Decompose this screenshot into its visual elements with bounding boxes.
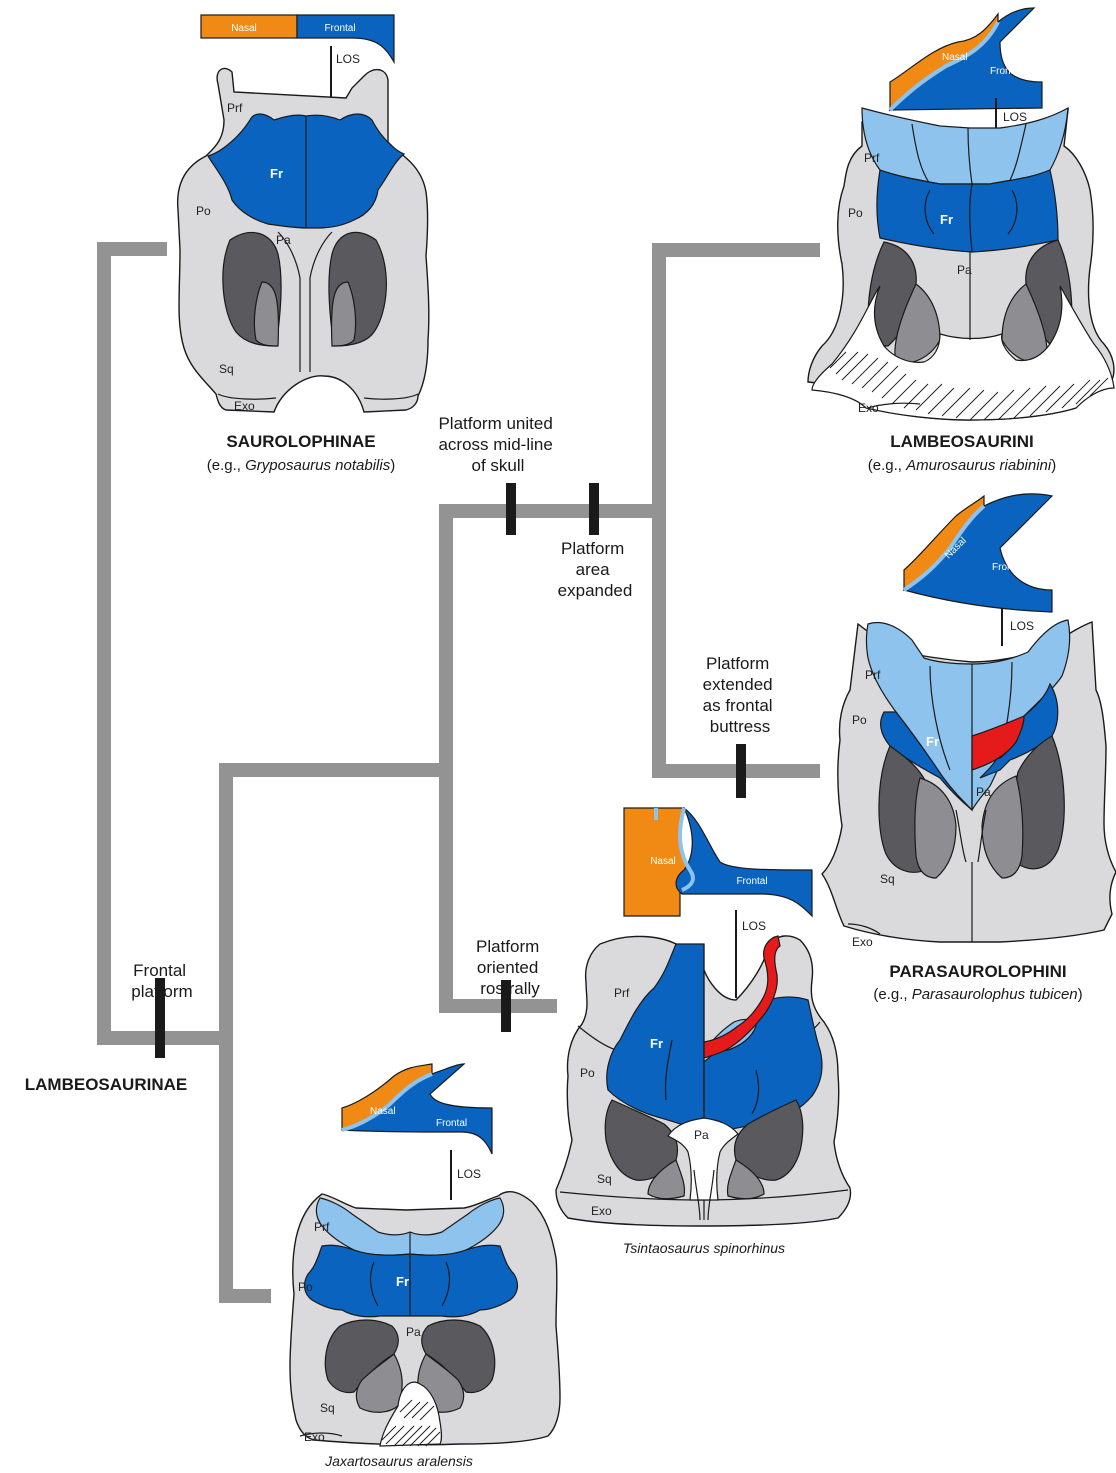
skull-tsintaosaurus: Nasal Frontal LOS Fr Prf Po Pa Sq Exo (555, 807, 852, 1227)
svg-text:Exo: Exo (852, 935, 873, 949)
eg-parasaurolophini: (e.g., Parasaurolophus tubicen) (873, 986, 1082, 1003)
skull-lambeosaurini: Nasal Frontal LOS Fr Prf Po Pa Exo (807, 7, 1115, 421)
branch-saurolophinae (97, 242, 232, 1045)
svg-text:LOS: LOS (742, 919, 766, 933)
eg-saurolophinae: (e.g., Gryposaurus notabilis) (207, 457, 395, 474)
svg-text:Exo: Exo (858, 401, 879, 415)
svg-text:Nasal: Nasal (942, 52, 968, 63)
profile-jaxartosaurus: Nasal Frontal (341, 1063, 493, 1155)
char-oriented-rostrally: Platform oriented rostrally (476, 937, 544, 998)
svg-text:Po: Po (298, 1280, 313, 1294)
svg-text:Prf: Prf (614, 986, 630, 1000)
species-tsintaosaurus: Tsintaosaurus spinorhinus (623, 1240, 785, 1256)
svg-text:Pa: Pa (957, 263, 972, 277)
svg-text:Fr: Fr (940, 212, 953, 227)
svg-text:Sq: Sq (219, 362, 234, 376)
svg-text:Frontal: Frontal (736, 876, 767, 887)
svg-text:Po: Po (580, 1066, 595, 1080)
svg-text:Sq: Sq (320, 1401, 335, 1415)
svg-text:Prf: Prf (865, 668, 881, 682)
svg-text:Nasal: Nasal (370, 1106, 396, 1117)
species-jaxartosaurus: Jaxartosaurus aralensis (324, 1453, 473, 1469)
svg-text:Exo: Exo (234, 399, 255, 413)
svg-text:Pa: Pa (694, 1128, 709, 1142)
svg-text:Sq: Sq (880, 872, 895, 886)
clade-lambeosaurini: LAMBEOSAURINI (890, 432, 1034, 451)
clade-lambeosaurinae: LAMBEOSAURINAE (25, 1075, 187, 1094)
eg-lambeosaurini: (e.g., Amurosaurus riabinini) (868, 457, 1056, 474)
svg-text:Pa: Pa (276, 233, 291, 247)
svg-text:Pa: Pa (406, 1325, 421, 1339)
svg-text:Exo: Exo (304, 1430, 325, 1444)
svg-text:Fr: Fr (270, 166, 283, 181)
svg-text:Frontal: Frontal (324, 23, 355, 34)
svg-text:LOS: LOS (336, 52, 360, 66)
char-frontal-buttress: Platform extended as frontal buttress (703, 654, 778, 736)
svg-text:Nasal: Nasal (650, 856, 676, 867)
svg-text:LOS: LOS (1003, 110, 1027, 124)
svg-text:Prf: Prf (314, 1220, 330, 1234)
svg-text:LOS: LOS (457, 1167, 481, 1181)
svg-text:LOS: LOS (1010, 619, 1034, 633)
char-area-expanded: Platform area expanded (558, 539, 633, 600)
svg-text:Frontal: Frontal (436, 1118, 467, 1129)
svg-text:Nasal: Nasal (231, 23, 257, 34)
profile-tsintaosaurus: Nasal Frontal (623, 807, 813, 918)
svg-text:Exo: Exo (591, 1204, 612, 1218)
profile-saurolophinae: Nasal Frontal (200, 14, 395, 65)
char-united-midline: Platform united across mid-line of skull (438, 414, 557, 475)
svg-text:Prf: Prf (227, 101, 243, 115)
svg-text:Prf: Prf (864, 151, 880, 165)
svg-text:Po: Po (852, 713, 867, 727)
profile-lambeosaurini: Nasal Frontal (888, 7, 1043, 112)
profile-parasaurolophini: Nasal Frontal (902, 493, 1054, 613)
branch-jaxartosaurus (219, 763, 446, 1303)
svg-text:Frontal: Frontal (990, 66, 1021, 77)
skull-jaxartosaurus: Nasal Frontal LOS Fr Prf Po Pa Sq Exo (289, 1063, 561, 1447)
svg-text:Fr: Fr (926, 734, 939, 749)
clade-parasaurolophini: PARASAUROLOPHINI (889, 962, 1066, 981)
svg-text:Po: Po (196, 204, 211, 218)
svg-text:Frontal: Frontal (992, 562, 1023, 573)
svg-text:Sq: Sq (597, 1172, 612, 1186)
svg-text:Po: Po (848, 206, 863, 220)
svg-text:Pa: Pa (976, 785, 991, 799)
skull-saurolophinae: Nasal Frontal LOS Fr Prf Po Pa Sq Exo (176, 14, 430, 413)
char-frontal-platform: Frontal platform (131, 961, 192, 1001)
svg-text:Fr: Fr (396, 1274, 409, 1289)
clade-saurolophinae: SAUROLOPHINAE (226, 432, 375, 451)
svg-text:Fr: Fr (650, 1036, 663, 1051)
skull-parasaurolophini: Nasal Frontal LOS Fr Prf Po Pa Sq Exo (821, 493, 1116, 949)
